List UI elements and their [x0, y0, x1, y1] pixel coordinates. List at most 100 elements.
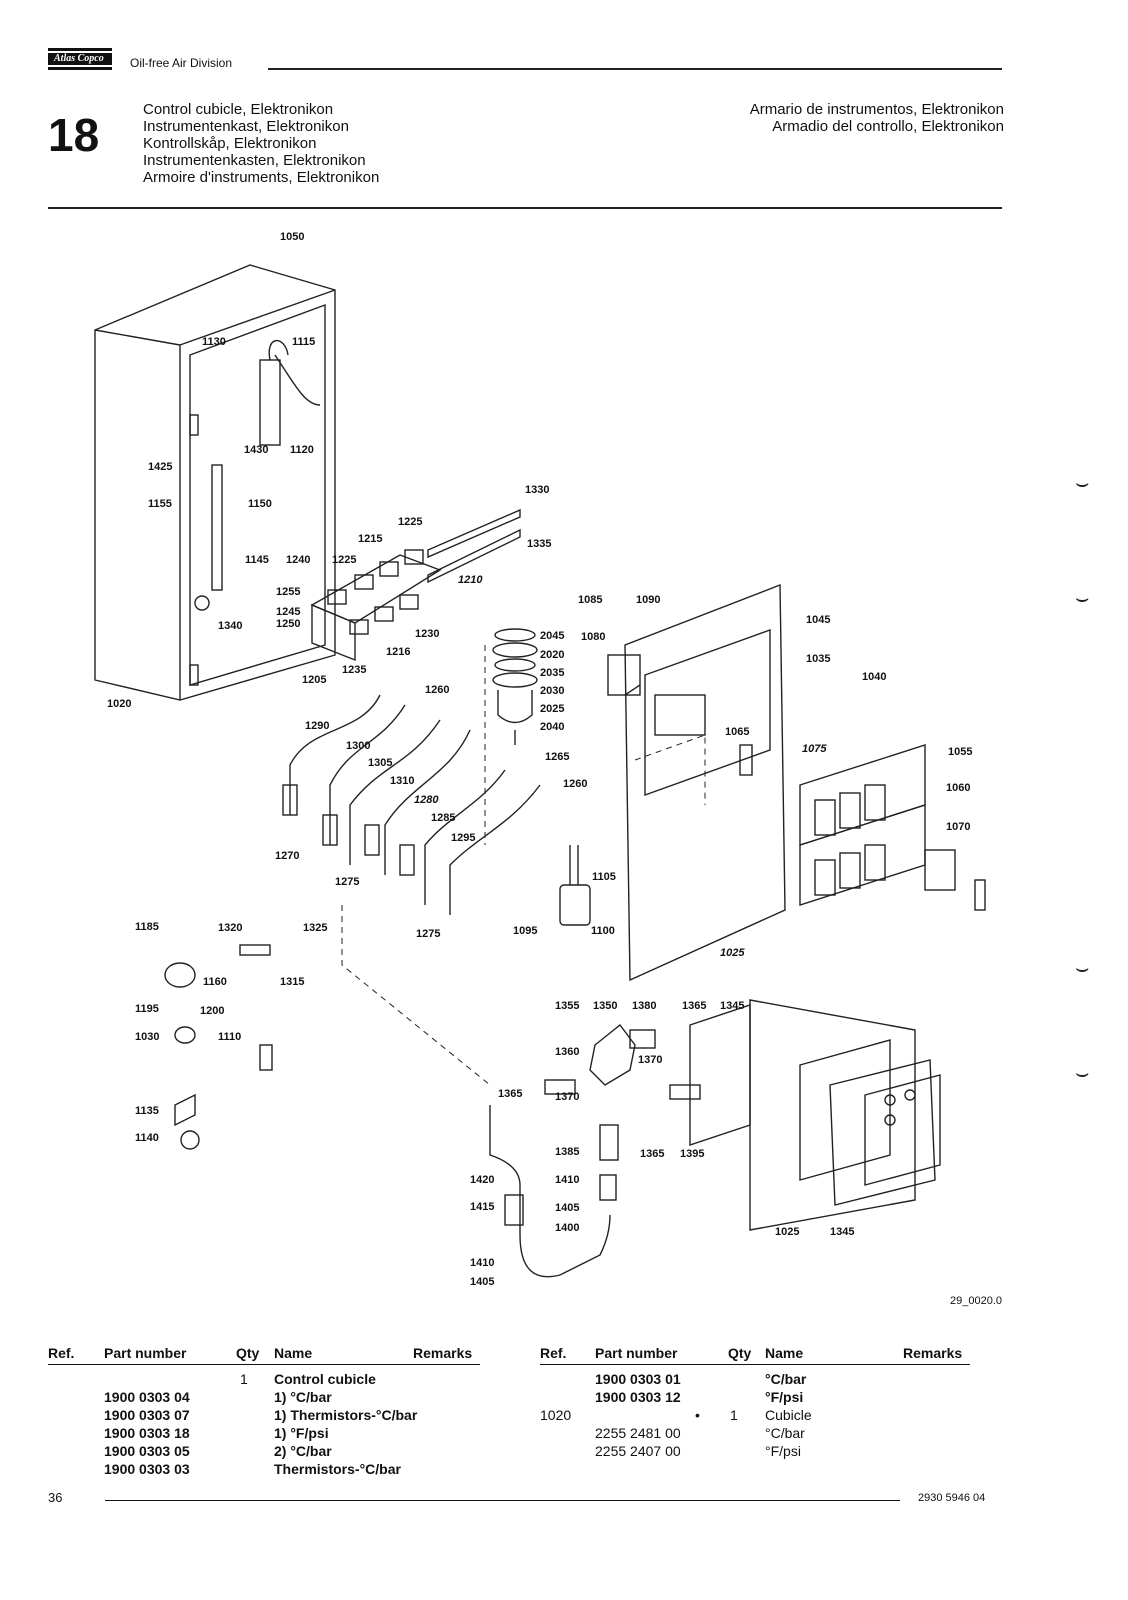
enclosure-panel	[689, 999, 941, 1231]
col-header-ref: Ref.	[48, 1345, 75, 1361]
qty-cell: 1	[730, 1407, 738, 1423]
callout: 1030	[135, 1031, 159, 1043]
title-line: Armadio del controllo, Elektronikon	[772, 118, 1004, 135]
row-1: 1 Control cubicle	[104, 1370, 484, 1388]
small-parts	[164, 944, 273, 1150]
callout: 1320	[218, 922, 242, 934]
row-5: 2255 2407 00 °F/psi	[540, 1442, 970, 1460]
name-cell: 2) °C/bar	[274, 1443, 332, 1459]
callout: 1380	[632, 1000, 656, 1012]
callout: 1185	[135, 921, 159, 933]
title-line: Control cubicle, Elektronikon	[143, 101, 334, 118]
name-cell: °F/psi	[765, 1443, 801, 1459]
callout: 1410	[470, 1257, 494, 1269]
callout: 1095	[513, 925, 537, 937]
callout: 1365	[498, 1088, 522, 1100]
name-cell: °F/psi	[765, 1389, 804, 1405]
callout: 1350	[593, 1000, 617, 1012]
callout: 1245	[276, 606, 300, 618]
callout: 1065	[725, 726, 749, 738]
callout: 1140	[135, 1132, 159, 1144]
callout: 1085	[578, 594, 602, 606]
callout: 1355	[555, 1000, 579, 1012]
table-row: 1900 0303 01 °C/bar 1900 0303 12 °F/psi …	[540, 1370, 970, 1460]
margin-tick: ⌣	[1075, 955, 1090, 980]
callout: 1040	[862, 671, 886, 683]
callout: 1410	[555, 1174, 579, 1186]
callout: 2025	[540, 703, 564, 715]
row-4: 1900 0303 18 1) °F/psi	[104, 1424, 484, 1442]
row-2: 1900 0303 04 1) °C/bar	[104, 1388, 484, 1406]
callout: 1225	[398, 516, 422, 528]
callout: 1160	[203, 976, 227, 988]
chapter-number: 18	[48, 109, 100, 161]
callout: 1230	[415, 628, 439, 640]
callout: 2040	[540, 721, 564, 733]
callout: 1365	[682, 1000, 706, 1012]
callout: 1275	[335, 876, 359, 888]
col-header-name: Name	[765, 1345, 804, 1361]
part-cell: 2255 2407 00	[595, 1443, 681, 1459]
name-cell: °C/bar	[765, 1425, 805, 1441]
margin-tick: ⌣	[1075, 585, 1090, 610]
name-cell: Thermistors-°C/bar	[274, 1461, 401, 1477]
callout: 1130	[202, 336, 226, 348]
col-header-part: Part number	[595, 1345, 678, 1361]
callout: 2035	[540, 667, 564, 679]
callout: 1415	[470, 1201, 494, 1213]
callout: 1070	[946, 821, 970, 833]
col-header-remarks: Remarks	[413, 1345, 473, 1361]
callout: 1255	[276, 586, 300, 598]
callout: 1265	[545, 751, 569, 763]
part-cell: 1900 0303 18	[104, 1425, 190, 1441]
callout: 1090	[636, 594, 660, 606]
sensor-unit	[559, 884, 591, 926]
header-rule-bottom	[48, 207, 1002, 209]
callout: 1145	[245, 554, 269, 566]
callout: 1280	[414, 794, 439, 806]
header-rule-top	[268, 68, 1002, 70]
bullet-marker: •	[695, 1407, 700, 1423]
callout: 1360	[555, 1046, 579, 1058]
callout: 2045	[540, 630, 564, 642]
title-line: Instrumentenkast, Elektronikon	[143, 118, 349, 135]
callout: 1115	[292, 336, 315, 348]
col-header-remarks: Remarks	[903, 1345, 963, 1361]
name-cell: Control cubicle	[274, 1371, 376, 1387]
callout: 1120	[290, 444, 314, 456]
name-cell: 1) Thermistors-°C/bar	[274, 1407, 418, 1423]
callout: 1150	[248, 498, 272, 510]
figure-reference: 29_0020.0	[950, 1295, 1002, 1307]
title-line: Kontrollskåp, Elektronikon	[143, 135, 317, 152]
part-cell: 1900 0303 01	[595, 1371, 681, 1387]
table-header-rule	[540, 1364, 970, 1365]
hoses	[282, 694, 541, 915]
title-line: Instrumentenkasten, Elektronikon	[143, 152, 366, 169]
table-header-rule	[48, 1364, 480, 1365]
title-block-right: Armario de instrumentos, Elektronikon Ar…	[750, 101, 1004, 135]
title-line: Armoire d'instruments, Elektronikon	[143, 169, 380, 186]
callout: 1335	[527, 538, 551, 550]
callout: 1020	[107, 698, 131, 710]
document-number: 2930 5946 04	[918, 1492, 986, 1504]
row-3: 1900 0303 07 1) Thermistors-°C/bar	[104, 1406, 484, 1424]
callout: 1195	[135, 1003, 159, 1015]
callout: 1430	[244, 444, 268, 456]
callout: 1135	[135, 1105, 159, 1117]
callout: 1330	[525, 484, 549, 496]
callout: 1110	[218, 1031, 241, 1043]
callout: 1045	[806, 614, 830, 626]
callout: 1215	[358, 533, 382, 545]
callout: 1205	[302, 674, 326, 686]
callout: 1155	[148, 498, 172, 510]
display-modules	[799, 744, 986, 911]
callout: 1235	[342, 664, 366, 676]
callout: 1370	[638, 1054, 662, 1066]
page-number: 36	[48, 1490, 63, 1505]
callout: 1035	[806, 653, 830, 665]
callout: 2030	[540, 685, 564, 697]
name-cell: Cubicle	[765, 1407, 812, 1423]
callout: 1050	[280, 231, 304, 243]
row-1: 1900 0303 01 °C/bar	[540, 1370, 970, 1388]
part-cell: 1900 0303 05	[104, 1443, 190, 1459]
